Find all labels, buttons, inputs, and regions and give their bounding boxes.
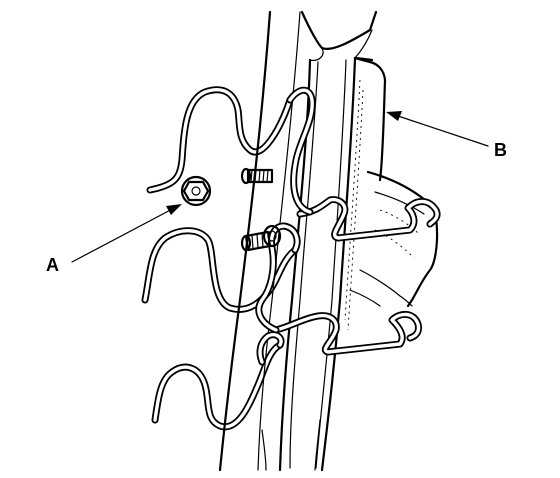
seat-spring-lower: [151, 341, 284, 431]
callout-b-label: B: [494, 140, 507, 160]
hex-nut: [180, 175, 212, 207]
callout-a-arrowhead: [166, 204, 182, 215]
spring-clip-upper: [296, 196, 441, 242]
callout-a-label: A: [46, 255, 59, 275]
upper-stud-bolt: [240, 167, 274, 185]
seat-spring-upper: [146, 86, 294, 194]
callout-b-arrowhead: [386, 111, 402, 121]
back-pad: [349, 56, 439, 308]
callout-a: A: [46, 204, 182, 275]
frame-wire-loops: [255, 86, 316, 366]
lower-stud-bolt: [240, 224, 282, 252]
spring-clip-lower: [272, 311, 422, 356]
callout-b: B: [386, 111, 507, 160]
